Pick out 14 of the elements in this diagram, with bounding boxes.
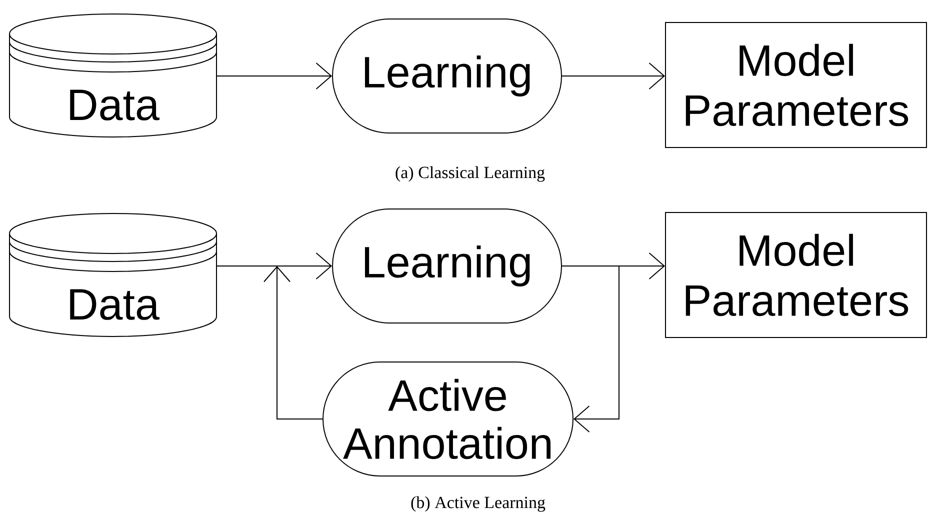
- arrow: [216, 252, 332, 280]
- process-box: Learning: [332, 208, 562, 324]
- output-box: Model Parameters: [665, 22, 927, 148]
- process-box: Active Annotation: [322, 362, 574, 476]
- arrow: [216, 62, 332, 90]
- output-box: Model Parameters: [665, 212, 927, 338]
- arrow: [562, 266, 620, 432]
- caption: (a) Classical Learning: [396, 166, 545, 182]
- arrow: [264, 266, 323, 420]
- database-cylinder: Data: [9, 14, 217, 138]
- caption: (b) Active Learning: [411, 496, 546, 512]
- database-cylinder: Data: [9, 213, 217, 337]
- arrow: [562, 62, 665, 90]
- process-box: Learning: [332, 18, 562, 134]
